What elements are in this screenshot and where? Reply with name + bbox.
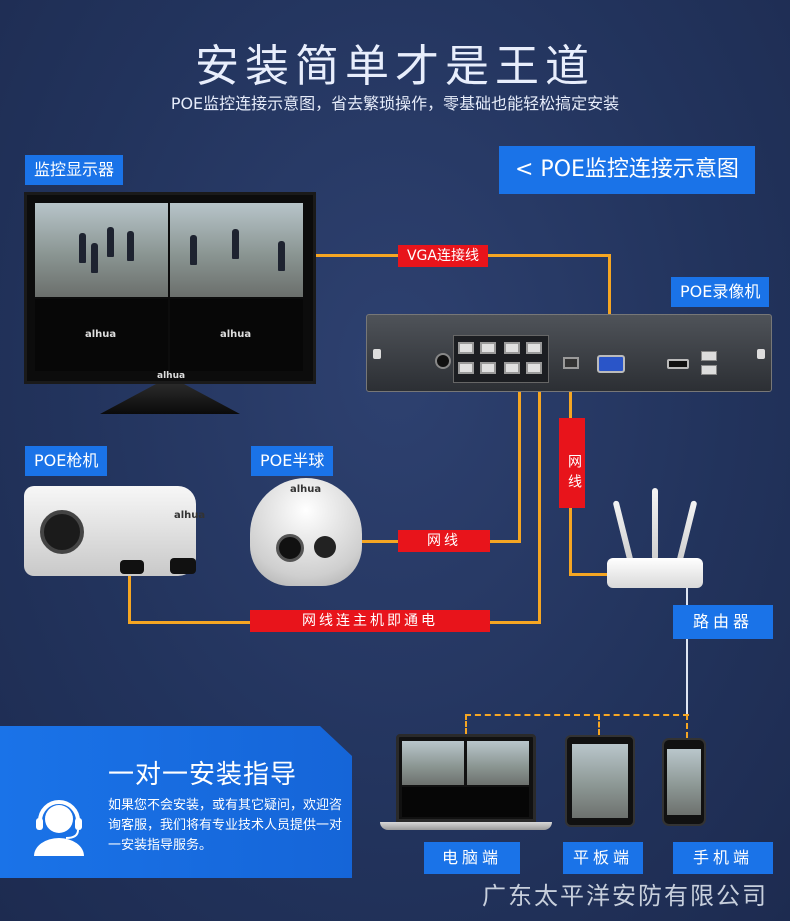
- page-subtitle: POE监控连接示意图，省去繁琐操作，零基础也能轻松搞定安装: [170, 94, 620, 113]
- bullet-brand-logo: alhua: [174, 510, 206, 521]
- router-antenna: [612, 500, 634, 562]
- phone-label: 手机端: [673, 842, 773, 874]
- wifi-router: [607, 558, 703, 588]
- monitor-display: alhua alhua alhua: [24, 192, 316, 384]
- brand-logo: alhua: [85, 329, 117, 340]
- diagram-tag: < POE监控连接示意图: [499, 146, 755, 194]
- router-antenna: [652, 488, 658, 560]
- monitor-stand: [100, 384, 240, 414]
- router-uplink-line: [686, 584, 688, 714]
- tablet-dashed-drop: [598, 714, 600, 735]
- router-antenna: [676, 500, 698, 562]
- poe-nvr: [366, 314, 772, 392]
- dome-camera-ir: [314, 536, 336, 558]
- laptop-dashed-drop: [465, 714, 467, 734]
- lan-port-icon: [563, 357, 579, 369]
- page-title: 安装简单才是王道: [195, 41, 595, 92]
- camera-view-3: alhua: [35, 299, 168, 371]
- vga-cable-label: VGA连接线: [398, 245, 488, 267]
- brand-logo: alhua: [220, 329, 252, 340]
- camera-view-4: alhua: [170, 299, 303, 371]
- net-cable-vertical-label: 网线: [559, 418, 585, 508]
- camera-view-2: [170, 203, 303, 297]
- phone-device: [662, 738, 706, 826]
- router-label: 路由器: [673, 605, 773, 639]
- phone-dashed-drop: [686, 714, 688, 738]
- tablet-label: 平板端: [563, 842, 643, 874]
- nvr-label: POE录像机: [671, 277, 770, 307]
- customer-service-headset-icon: [34, 800, 84, 856]
- install-guide-title: 一对一安装指导: [108, 760, 298, 790]
- bullet-power-connector: [170, 558, 196, 574]
- install-guide-text: 如果您不会安装，或有其它疑问，欢迎咨询客服，我们将有专业技术人员提供一对一安装指…: [108, 798, 343, 853]
- power-net-cable-label: 网线连主机即通电: [250, 610, 490, 632]
- monitor-label: 监控显示器: [25, 155, 124, 185]
- power-port-icon: [435, 353, 451, 369]
- dome-net-cable-label: 网线: [398, 530, 490, 552]
- usb-port-icon: [701, 351, 717, 361]
- laptop-device: [396, 734, 536, 822]
- dome-camera-lens: [276, 534, 304, 562]
- bullet-wire-vertical: [538, 372, 541, 624]
- poe-dome-camera: alhua: [250, 478, 362, 586]
- bullet-wire-up: [128, 570, 131, 624]
- hdmi-port-icon: [667, 359, 689, 369]
- bullet-camera-lens: [40, 510, 84, 554]
- dome-wire-vertical: [518, 372, 521, 542]
- camera-view-1: [35, 203, 168, 297]
- laptop-base: [380, 822, 552, 830]
- bullet-cam-label: POE枪机: [25, 446, 108, 476]
- dome-cam-label: POE半球: [251, 446, 334, 476]
- usb-port-icon: [701, 365, 717, 375]
- bullet-cable-connector: [120, 560, 144, 574]
- device-distribution-dashed: [465, 714, 689, 716]
- tablet-device: [565, 735, 635, 827]
- vga-port-icon: [597, 355, 625, 373]
- vga-wire-vertical: [608, 254, 611, 364]
- poe-port-block: [453, 335, 549, 383]
- dome-brand-logo: alhua: [290, 484, 322, 495]
- laptop-label: 电脑端: [424, 842, 520, 874]
- monitor-brand-logo: alhua: [157, 371, 186, 381]
- company-name: 广东太平洋安防有限公司: [482, 882, 768, 910]
- router-wire-horizontal: [569, 573, 613, 576]
